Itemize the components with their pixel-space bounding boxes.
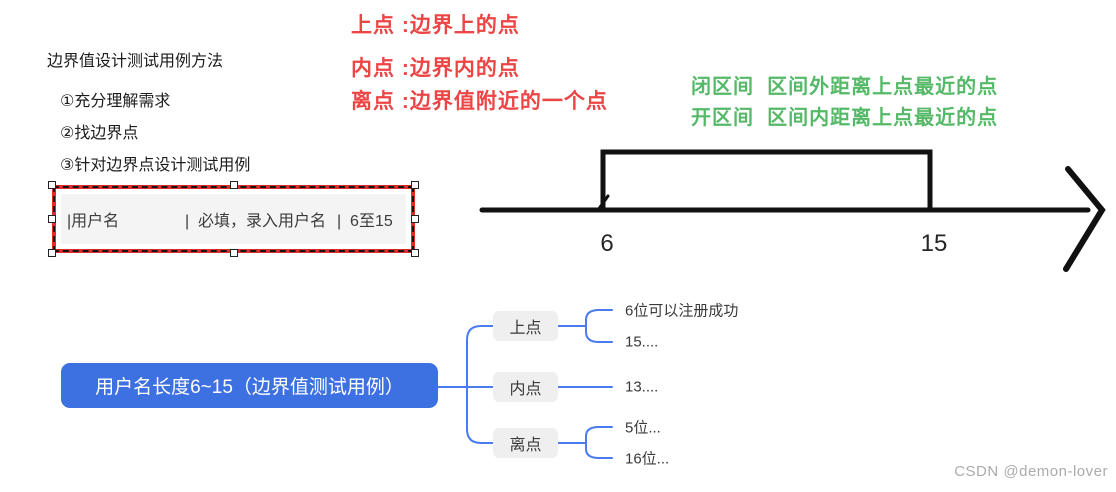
arrow-head-icon <box>1063 166 1106 272</box>
method-step-1: ①充分理解需求 <box>60 93 171 110</box>
bracket-pen-tick <box>596 194 610 212</box>
connector-trunk <box>466 325 494 444</box>
username-field[interactable]: |用户名 | 必填，录入用户名 | 6至15 <box>61 194 406 244</box>
number-line-label-15: 15 <box>920 230 948 257</box>
field-label: |用户名 <box>67 213 120 230</box>
selection-handle-bottom-right[interactable] <box>411 249 419 257</box>
mindmap-branch-updot[interactable]: 上点 <box>493 311 558 341</box>
lesson-title: 边界值设计测试用例方法 <box>47 53 224 70</box>
mindmap-leaf[interactable]: 15.... <box>625 333 659 351</box>
field-requirement: | 必填，录入用户名 <box>185 213 327 230</box>
selection-handle-bottom-middle[interactable] <box>229 249 238 257</box>
number-line-label-6: 6 <box>600 230 614 257</box>
watermark: CSDN @demon-lover <box>954 463 1108 480</box>
selection-handle-top-middle[interactable] <box>229 181 238 189</box>
selection-handle-bottom-left[interactable] <box>48 249 56 257</box>
mindmap-leaf[interactable]: 13.... <box>625 378 659 396</box>
definition-off-point: 离点 :边界值附近的一个点 <box>351 90 608 113</box>
field-range: | 6至15 <box>337 213 393 230</box>
interval-bracket <box>600 149 933 213</box>
method-step-2: ②找边界点 <box>60 125 139 142</box>
mindmap-leaf[interactable]: 5位... <box>625 419 661 437</box>
mindmap-leaf[interactable]: 6位可以注册成功 <box>625 302 739 320</box>
definition-upper-point: 上点 :边界上的点 <box>351 14 520 37</box>
selection-handle-middle-right[interactable] <box>411 215 419 223</box>
mindmap-leaf[interactable]: 16位... <box>625 450 670 468</box>
mindmap-root-node[interactable]: 用户名长度6~15（边界值测试用例） <box>61 363 438 408</box>
method-step-3: ③针对边界点设计测试用例 <box>60 157 251 174</box>
connector-updot-leaves <box>585 309 613 343</box>
definition-inner-point: 内点 :边界内的点 <box>351 57 520 80</box>
selection-handle-top-left[interactable] <box>48 181 56 189</box>
mindmap-branch-offdot[interactable]: 离点 <box>493 428 558 458</box>
mindmap-branch-indot[interactable]: 内点 <box>493 372 558 402</box>
selection-handle-top-right[interactable] <box>411 181 419 189</box>
note-open-interval: 开区间 区间内距离上点最近的点 <box>691 107 999 129</box>
note-closed-interval: 闭区间 区间外距离上点最近的点 <box>691 76 999 98</box>
selected-textbox[interactable]: |用户名 | 必填，录入用户名 | 6至15 <box>48 181 419 257</box>
selection-handle-middle-left[interactable] <box>48 215 56 223</box>
connector-offdot-leaves <box>585 426 613 459</box>
